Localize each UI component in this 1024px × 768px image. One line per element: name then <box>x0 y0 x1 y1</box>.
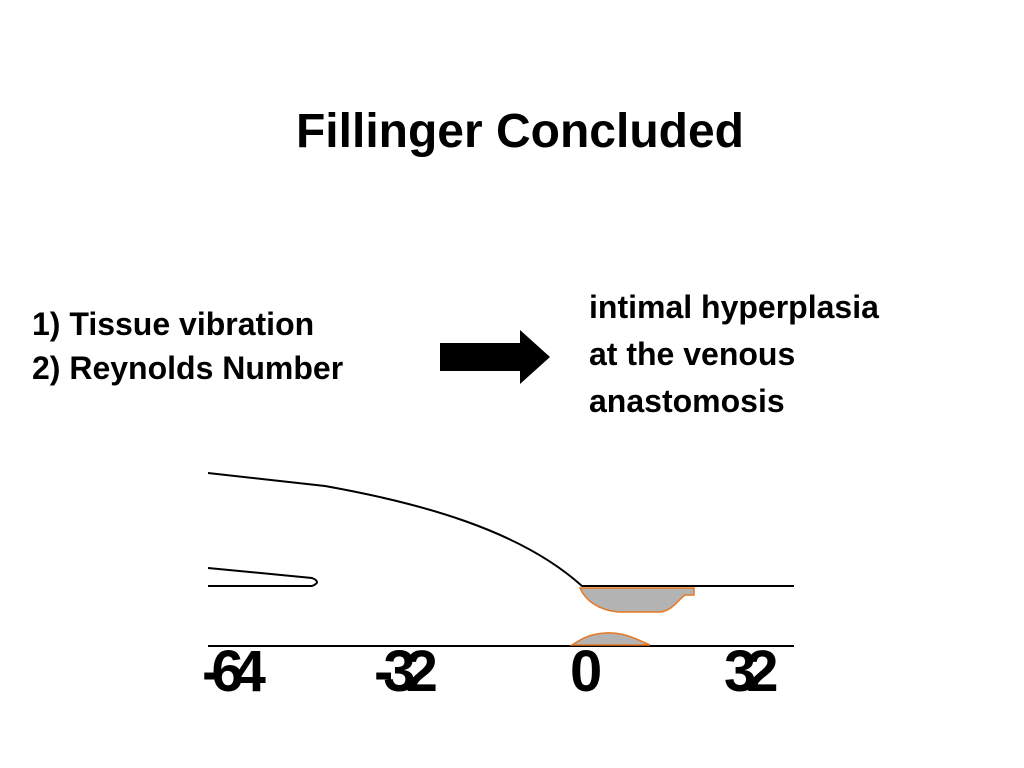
graft-upper-wall <box>207 472 794 587</box>
cause-tissue-vibration: 1) Tissue vibration <box>32 306 315 342</box>
result-line-3: anastomosis <box>589 383 785 419</box>
result-line-2: at the venous <box>589 336 796 372</box>
axis-label-neg32: -32 <box>374 639 438 704</box>
hyperplasia-upper <box>578 587 695 613</box>
axis-label-neg64: -64 <box>202 639 266 704</box>
hyperplasia-lower <box>569 632 651 646</box>
slide-title: Fillinger Concluded <box>295 105 744 158</box>
graft-tip <box>207 567 318 587</box>
causes-list: 1) Tissue vibration 2) Reynolds Number <box>32 302 343 390</box>
right-arrow-icon <box>440 330 550 384</box>
result-text: intimal hyperplasia at the venous anasto… <box>589 284 989 425</box>
result-line-1: intimal hyperplasia <box>589 289 879 325</box>
axis-label-zero: 0 <box>570 639 602 704</box>
cause-reynolds-number: 2) Reynolds Number <box>32 350 344 386</box>
axis-label-32: 32 <box>724 639 778 704</box>
